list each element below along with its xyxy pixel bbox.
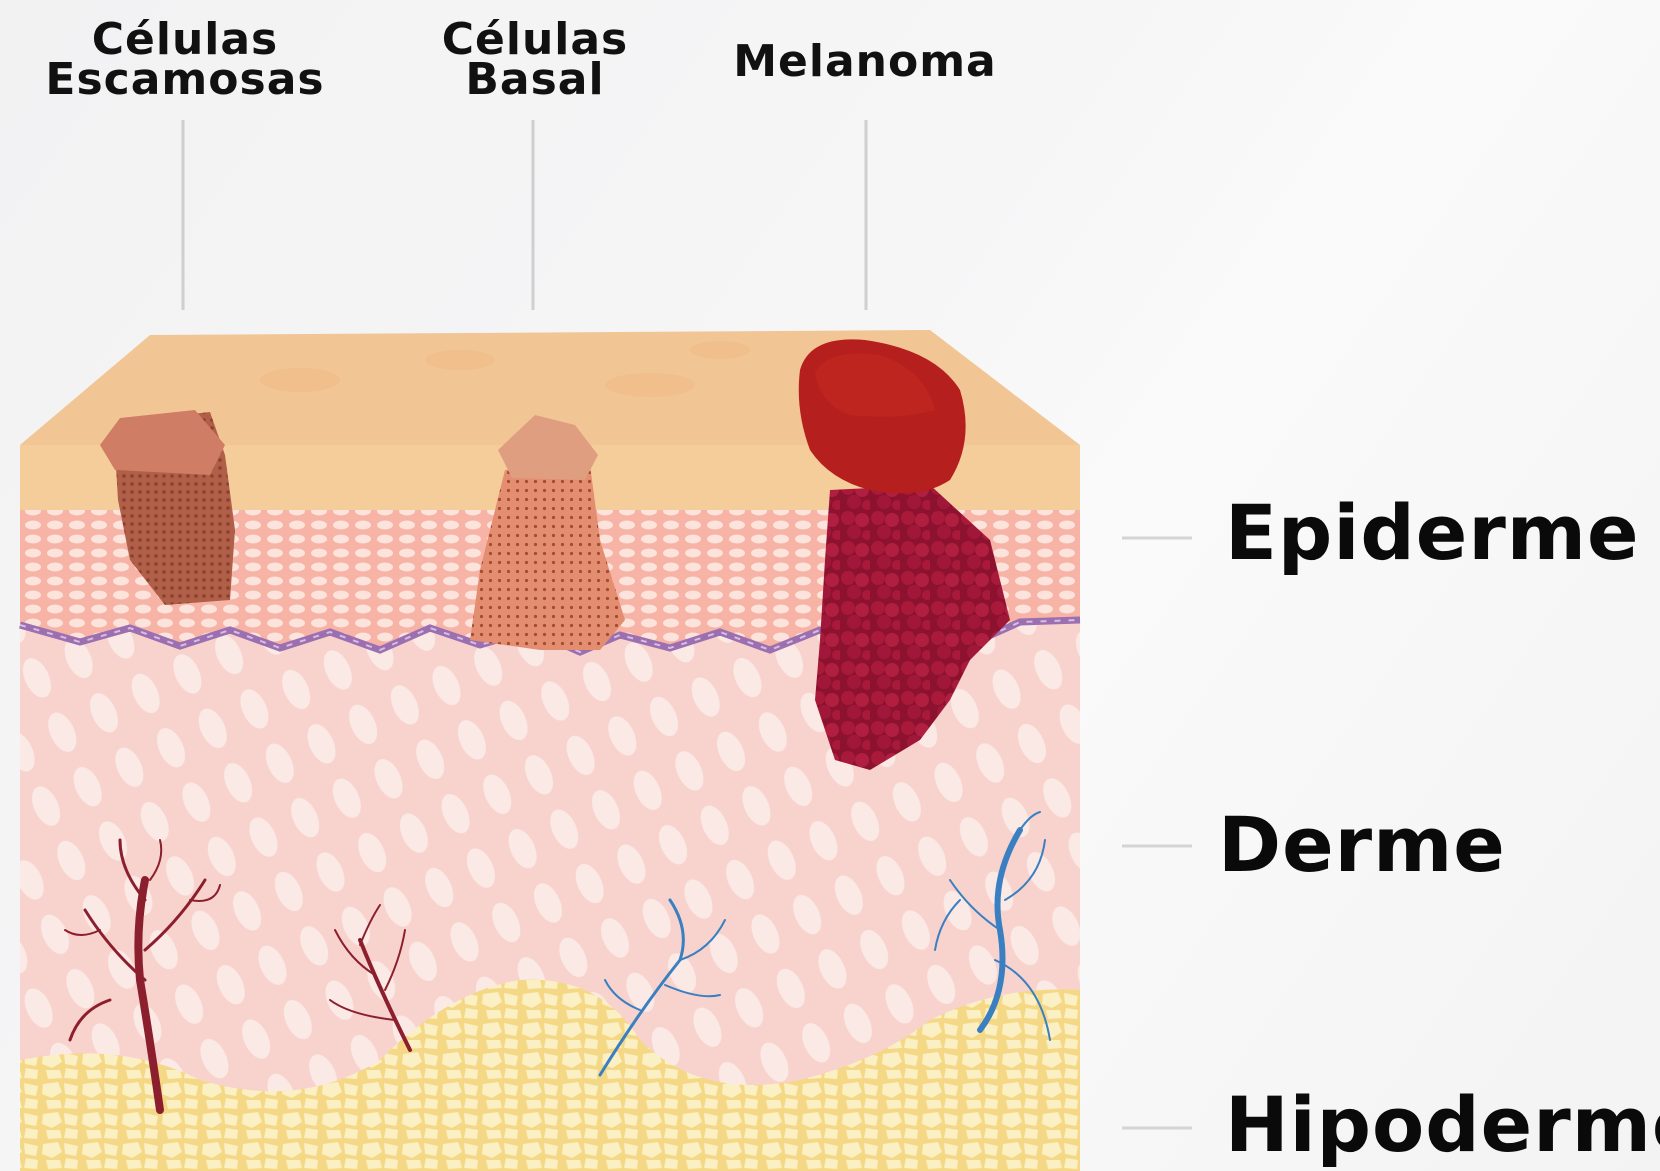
skin-cross-section — [0, 0, 1660, 1171]
